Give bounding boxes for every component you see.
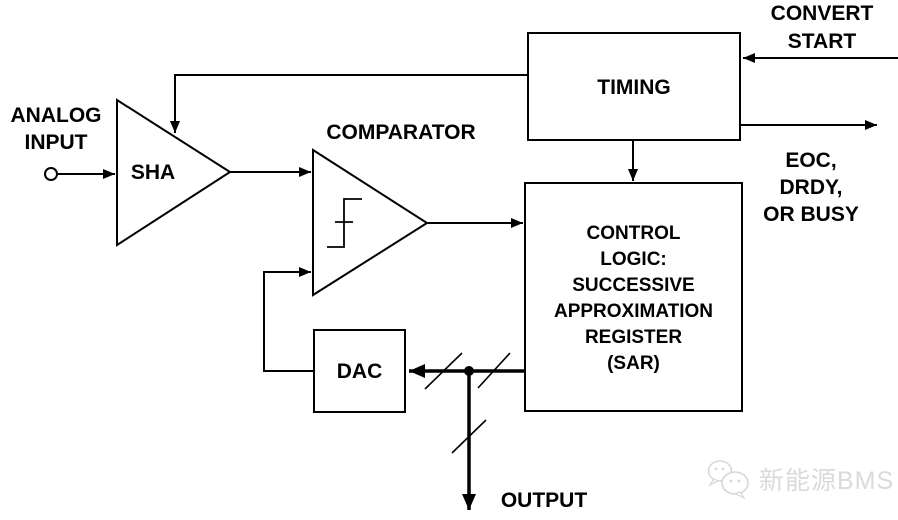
analog-input-label: ANALOG INPUT bbox=[2, 102, 110, 156]
convert-start-line2: START bbox=[787, 30, 857, 53]
dac-to-comparator-feedback-line bbox=[263, 267, 314, 372]
sha-label: SHA bbox=[130, 161, 176, 184]
dac-box bbox=[313, 329, 406, 413]
bus-slash-icon bbox=[451, 419, 487, 454]
watermark: 新能源BMS bbox=[706, 458, 894, 500]
status-line3: OR BUSY bbox=[763, 203, 859, 226]
wechat-bubbles-icon bbox=[707, 460, 749, 500]
convert-start-label: CONVERT START bbox=[758, 0, 886, 56]
sar-line6: (SAR) bbox=[607, 353, 660, 374]
bus-slash-icon bbox=[424, 352, 463, 390]
sar-line3: SUCCESSIVE bbox=[572, 275, 695, 296]
status-output-label: EOC, DRDY, OR BUSY bbox=[745, 147, 877, 228]
output-label: OUTPUT bbox=[500, 489, 588, 512]
watermark-text: 新能源BMS bbox=[759, 467, 895, 495]
sar-control-logic-box bbox=[524, 182, 743, 412]
sha-amplifier-triangle bbox=[116, 98, 232, 247]
sar-control-logic-label: CONTROL LOGIC: SUCCESSIVE APPROXIMATION … bbox=[527, 221, 740, 377]
analog-input-line2: INPUT bbox=[24, 131, 88, 154]
hysteresis-icon bbox=[327, 198, 362, 248]
timing-box bbox=[527, 32, 741, 141]
sar-line1: CONTROL bbox=[586, 223, 681, 244]
sar-line2: LOGIC: bbox=[600, 249, 667, 270]
sar-line5: REGISTER bbox=[584, 327, 683, 348]
status-line1: EOC, bbox=[785, 149, 837, 172]
comparator-triangle bbox=[312, 148, 429, 297]
analog-input-terminal-icon bbox=[44, 167, 58, 181]
bus-slash-icon bbox=[477, 352, 511, 389]
convert-start-line1: CONVERT bbox=[770, 2, 874, 25]
analog-input-line1: ANALOG bbox=[10, 104, 102, 127]
sar-line4: APPROXIMATION bbox=[553, 301, 714, 322]
status-line2: DRDY, bbox=[779, 176, 843, 199]
timing-to-sha-feedback-line bbox=[170, 74, 528, 133]
dac-label: DAC bbox=[336, 360, 383, 383]
timing-label: TIMING bbox=[597, 76, 671, 99]
comparator-label: COMPARATOR bbox=[326, 121, 476, 144]
